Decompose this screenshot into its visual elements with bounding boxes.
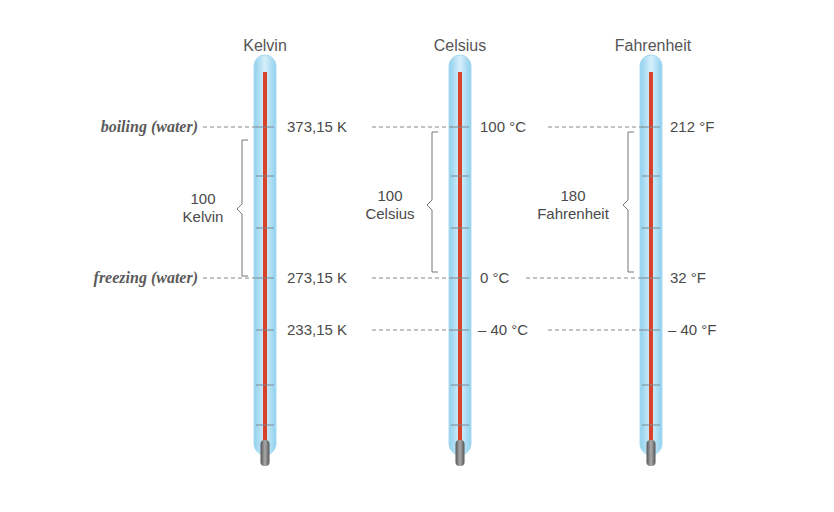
thermometer-bulb — [261, 440, 270, 466]
temperature-value: 273,15 K — [287, 269, 347, 287]
mercury-column — [263, 72, 267, 444]
tick-mark — [642, 385, 660, 386]
temperature-value: 373,15 K — [287, 118, 347, 136]
scale-name: Fahrenheit — [615, 37, 692, 55]
tick-mark — [642, 127, 660, 128]
tick-mark — [451, 127, 469, 128]
temperature-value: 212 °F — [670, 118, 714, 136]
tick-mark — [642, 330, 660, 331]
thermometer-bulb — [456, 440, 465, 466]
tick-mark — [256, 278, 274, 279]
tick-mark — [256, 228, 274, 229]
tick-mark — [642, 228, 660, 229]
temperature-value: – 40 °F — [668, 321, 717, 339]
temperature-value: – 40 °C — [478, 321, 528, 339]
interval-label: 100 Kelvin — [173, 190, 233, 226]
temperature-value: 0 °C — [480, 269, 509, 287]
tick-mark — [451, 385, 469, 386]
tick-mark — [642, 425, 660, 426]
tick-mark — [451, 278, 469, 279]
thermometer-tube — [254, 55, 276, 455]
tick-mark — [256, 385, 274, 386]
thermometer — [449, 55, 471, 466]
temperature-value: 233,15 K — [287, 321, 347, 339]
tick-mark — [256, 425, 274, 426]
reference-point: boiling (water) — [101, 118, 198, 136]
thermometer — [254, 55, 276, 466]
temperature-value: 32 °F — [670, 269, 706, 287]
tick-mark — [451, 425, 469, 426]
tick-mark — [256, 176, 274, 177]
thermometer-tube — [449, 55, 471, 455]
temperature-value: 100 °C — [480, 118, 526, 136]
tick-mark — [451, 228, 469, 229]
scale-name: Kelvin — [243, 37, 287, 55]
scale-name: Celsius — [434, 37, 486, 55]
interval-label: 180 Fahrenheit — [527, 187, 619, 223]
tick-mark — [642, 176, 660, 177]
tick-mark — [451, 330, 469, 331]
interval-label: 100 Celsius — [357, 187, 423, 223]
mercury-column — [649, 72, 653, 444]
thermometer — [640, 55, 662, 466]
thermometer-tube — [640, 55, 662, 455]
tick-mark — [256, 127, 274, 128]
tick-mark — [451, 176, 469, 177]
thermometer-bulb — [647, 440, 656, 466]
mercury-column — [458, 72, 462, 444]
tick-mark — [642, 278, 660, 279]
tick-mark — [256, 330, 274, 331]
reference-point: freezing (water) — [94, 269, 198, 287]
